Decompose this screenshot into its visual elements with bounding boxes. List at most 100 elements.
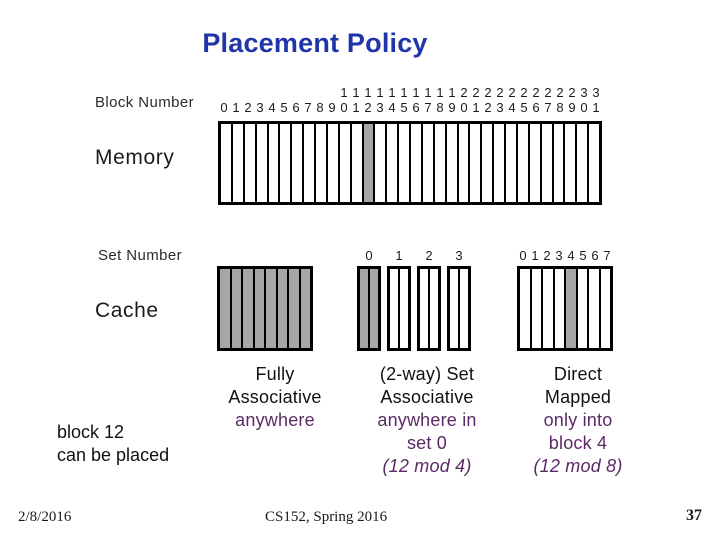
memory-cell [541,124,554,202]
set-associative-cache-diagram [357,266,471,351]
memory-cell [327,124,340,202]
memory-label: Memory [95,146,175,169]
set-box [357,266,381,351]
memory-cell [221,124,233,202]
set-associative-cell [430,269,438,348]
set-associative-cell [370,269,378,348]
left-note-line: block 12 [57,422,125,442]
block-number-tens-digit: 2 [472,85,480,100]
block-number-tens-digit: 2 [520,85,528,100]
block-number-tens-digit [302,86,314,100]
block-number-ones-digit: 1 [472,100,480,115]
memory-cell [506,124,518,202]
block-number-ones-digit: 0 [460,100,468,115]
note-line-purple: anywhere [235,410,315,430]
set-number-digit: 2 [425,248,433,263]
note-line: Associative [380,387,474,407]
set-associative-cell [360,269,370,348]
block-number-tens-digit: 3 [592,85,600,100]
footer-course: CS152, Spring 2016 [265,509,388,525]
block-number-digit: 4 [567,248,575,263]
block-number-ones-digit: 1 [352,100,360,115]
block-number-tens-digit: 2 [508,85,516,100]
block-number-tens-digit: 1 [388,85,396,100]
set-box [447,266,471,351]
note-line-formula: (12 mod 4) [382,456,472,476]
memory-cell [387,124,400,202]
block-number-ones-digit: 7 [304,100,312,115]
block-number-ones-digit: 7 [544,100,552,115]
memory-cell [244,124,257,202]
fully-associative-cell [300,269,310,348]
block-number-ones-digit: 6 [412,100,420,115]
set-number-digit: 1 [395,248,403,263]
memory-cell [446,124,459,202]
set-box [387,266,411,351]
block-number-ones-digit: 2 [244,100,252,115]
block-number-digit: 1 [531,248,539,263]
block-number-ones-digit: 3 [256,100,264,115]
block-number-ones-digit: 2 [484,100,492,115]
block-number-ones-digit: 4 [268,100,276,115]
block-number-tens-digit: 1 [364,85,372,100]
note-line-purple: set 0 [406,433,448,453]
memory-cell [339,124,352,202]
memory-cell [304,124,316,202]
slide-title: Placement Policy [202,28,428,58]
block-number-ones-digit: 3 [496,100,504,115]
block-number-tens-digit: 1 [340,85,348,100]
direct-mapped-cell [531,269,543,348]
fully-associative-cell [277,269,289,348]
fully-associative-cell [220,269,232,348]
set-box [417,266,441,351]
fully-associative-cell [231,269,243,348]
memory-cell [292,124,305,202]
memory-cell [351,124,364,202]
block-number-tens-digit: 1 [424,85,432,100]
set-number-digit: 0 [365,248,373,263]
fully-associative-cell [254,269,266,348]
memory-cell [399,124,411,202]
block-number-ones-digit: 3 [376,100,384,115]
direct-mapped-cell [520,269,532,348]
fully-associative-cell [266,269,278,348]
footer-date: 2/8/2016 [18,509,72,525]
block-number-digit: 6 [591,248,599,263]
memory-cell [565,124,578,202]
set-associative-cell [460,269,468,348]
set-associative-cell [400,269,408,348]
note-line: Fully [255,364,295,384]
block-number-ones-digit: 0 [580,100,588,115]
memory-cell [411,124,423,202]
direct-mapped-cell [566,269,578,348]
note-line-purple: anywhere in [377,410,477,430]
block-number-ones-digit: 8 [436,100,444,115]
memory-cell [434,124,447,202]
block-number-ones-digit: 9 [448,100,456,115]
block-number-label: Block Number [95,94,194,111]
direct-mapped-cache-diagram [517,266,613,351]
block-number-tens-digit: 1 [400,85,408,100]
note-line-purple: block 4 [548,433,608,453]
block-number-tens-digit [266,86,278,100]
set-associative-cell [450,269,460,348]
block-number-tens-digit: 2 [496,85,504,100]
direct-mapped-cell [577,269,589,348]
memory-cell [589,124,599,202]
footer-page-number: 37 [686,507,702,524]
block-number-ones-digit: 9 [568,100,576,115]
memory-cell [280,124,293,202]
block-number-tens-digit: 2 [568,85,576,100]
block-number-tens-digit [218,86,230,100]
block-number-ones-digit: 8 [316,100,324,115]
block-number-ones-digit: 6 [532,100,540,115]
block-number-digit: 3 [555,248,563,263]
block-number-tens-digit [290,86,302,100]
memory-cell [517,124,530,202]
memory-cell [422,124,435,202]
